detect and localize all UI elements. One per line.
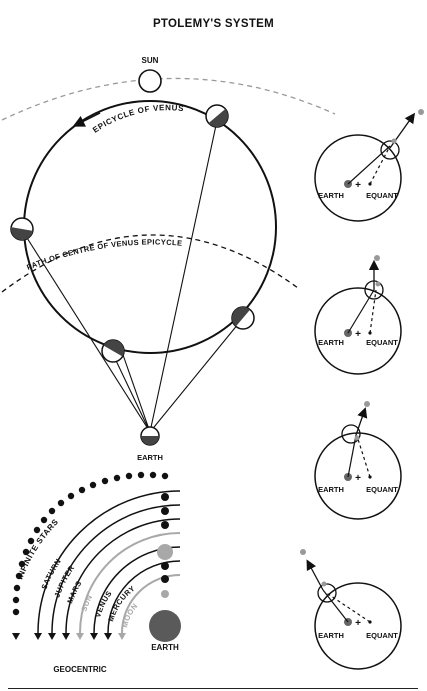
inset-2-earth-label: EARTH (318, 338, 344, 347)
equant-inset-3: + EARTH EQUANT (314, 401, 402, 520)
equant-inset-1: + EARTH EQUANT (314, 109, 424, 222)
inset-4-earth-label: EARTH (318, 631, 344, 640)
venus-phase-bottom (101, 339, 125, 363)
inset-3-earth-label: EARTH (318, 485, 344, 494)
inset-1-earth-label: EARTH (318, 191, 344, 200)
shell-moon (121, 574, 181, 634)
geocentric-earth (149, 610, 181, 642)
page-title: PTOLEMY'S SYSTEM (152, 18, 275, 30)
shell-sun (79, 532, 181, 634)
sight-lines (21, 115, 244, 433)
shell-end-arrows (12, 633, 126, 640)
shell-bodies (157, 493, 173, 598)
epicycle-direction-arrow (72, 112, 101, 127)
svg-text:+: + (355, 180, 361, 191)
shell-saturn (37, 490, 181, 634)
shell-mars (65, 518, 181, 634)
shell-label-mars: MARS (65, 579, 83, 605)
shell-label-sun: SUN (79, 593, 94, 613)
path-centre-label: PATH OF CENTRE OF VENUS EPICYCLE (25, 237, 182, 271)
svg-text:+: + (355, 618, 361, 629)
equant-inset-4: + EARTH EQUANT (300, 549, 402, 670)
main-diagram: SUN EPICYCLE OF VENUS PATH OF CENTRE OF … (1, 56, 336, 462)
geocentric-diagram: EARTH INFINITE STARS SATURN JUPITER MARS… (12, 471, 181, 674)
inset-2-equant-label: EQUANT (366, 338, 398, 347)
inset-3-equant-label: EQUANT (366, 485, 398, 494)
equant-inset-2: + EARTH EQUANT (314, 255, 402, 375)
outer-dashed-orbit (1, 77, 336, 121)
sun-label: SUN (142, 56, 159, 65)
svg-text:+: + (355, 329, 361, 340)
geocentric-earth-label: EARTH (151, 643, 179, 652)
deferent-dashed-path (1, 234, 299, 293)
sun-symbol (138, 69, 162, 93)
earth-label: EARTH (137, 453, 163, 462)
venus-phase-left (10, 217, 34, 241)
shell-jupiter (51, 504, 181, 634)
shell-label-moon: MOON (120, 601, 140, 628)
inset-1-equant-label: EQUANT (366, 191, 398, 200)
venus-phase-top (205, 104, 229, 128)
inset-4-equant-label: EQUANT (366, 631, 398, 640)
earth-symbol (140, 426, 160, 446)
bottom-rule (8, 688, 418, 689)
svg-text:+: + (355, 473, 361, 484)
infinite-stars-dots (12, 471, 169, 616)
epicycle-label: EPICYCLE OF VENUS (91, 103, 185, 134)
geocentric-caption: GEOCENTRIC (53, 665, 107, 674)
venus-phase-right (231, 306, 255, 330)
